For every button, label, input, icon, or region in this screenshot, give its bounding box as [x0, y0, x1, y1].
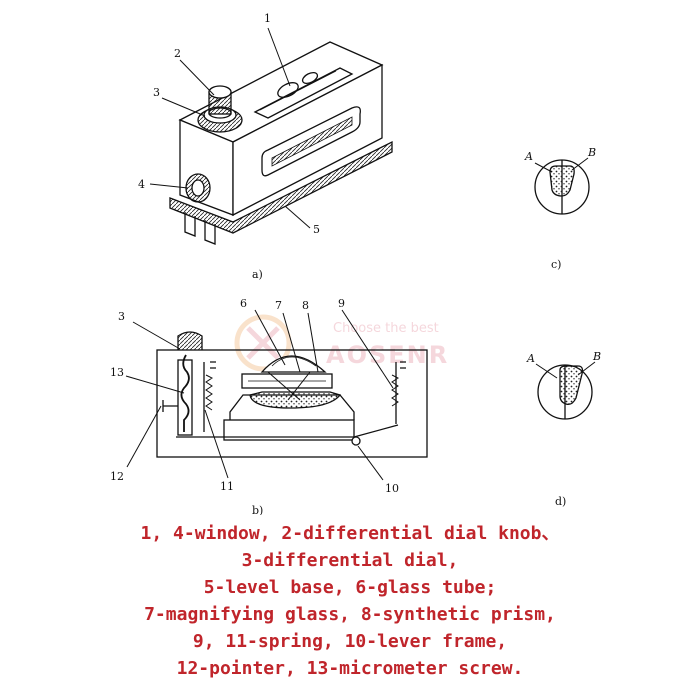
label-b-8: 8 — [302, 299, 309, 312]
subfig-label-d: d) — [555, 495, 566, 508]
marker-d-A: A — [526, 352, 535, 365]
subfig-label-c: c) — [551, 258, 561, 271]
label-b-10: 10 — [385, 482, 399, 495]
figure-c-bubble-view — [534, 157, 590, 215]
caption-line: 3-differential dial, — [241, 550, 459, 571]
caption-line: 7-magnifying glass, 8-synthetic prism, — [144, 604, 556, 625]
figure-b-leaders — [125, 309, 394, 481]
caption-line: 12-pointer, 13-micrometer screw. — [176, 658, 524, 679]
label-a-1: 1 — [264, 12, 271, 25]
label-b-11: 11 — [220, 480, 234, 493]
figure-a-level-isometric — [169, 41, 393, 245]
marker-c-A: A — [524, 150, 533, 163]
level-diagram: 1 2 3 4 5 a) A B c) Choose the best AOSE… — [110, 12, 601, 515]
marker-c-B: B — [587, 146, 596, 159]
label-b-12: 12 — [110, 470, 124, 483]
marker-d-B: B — [592, 350, 601, 363]
figure-d-bubble-view — [535, 361, 596, 420]
label-b-13: 13 — [110, 366, 124, 379]
caption: 1, 4-window, 2-differential dial knob、 3… — [0, 520, 700, 682]
watermark-brand: AOSENR — [326, 341, 449, 369]
label-b-3: 3 — [118, 310, 125, 323]
label-a-2: 2 — [174, 47, 181, 60]
subfig-label-b: b) — [252, 504, 263, 515]
caption-line: 5-level base, 6-glass tube; — [203, 577, 497, 598]
watermark: Choose the best AOSENR — [234, 314, 449, 372]
label-b-7: 7 — [275, 299, 282, 312]
watermark-tagline: Choose the best — [333, 321, 439, 336]
label-a-4: 4 — [138, 178, 145, 191]
caption-line: 9, 11-spring, 10-lever frame, — [192, 631, 508, 652]
label-a-5: 5 — [313, 223, 320, 236]
label-b-6: 6 — [240, 297, 247, 310]
figure-a-leaders — [149, 27, 311, 229]
label-a-3: 3 — [153, 86, 160, 99]
figure-b-cross-section — [156, 331, 428, 458]
watermark-logo-icon — [234, 314, 292, 372]
caption-line: 1, 4-window, 2-differential dial knob、 — [140, 523, 560, 544]
label-b-9: 9 — [338, 297, 345, 310]
subfig-label-a: a) — [252, 268, 263, 281]
